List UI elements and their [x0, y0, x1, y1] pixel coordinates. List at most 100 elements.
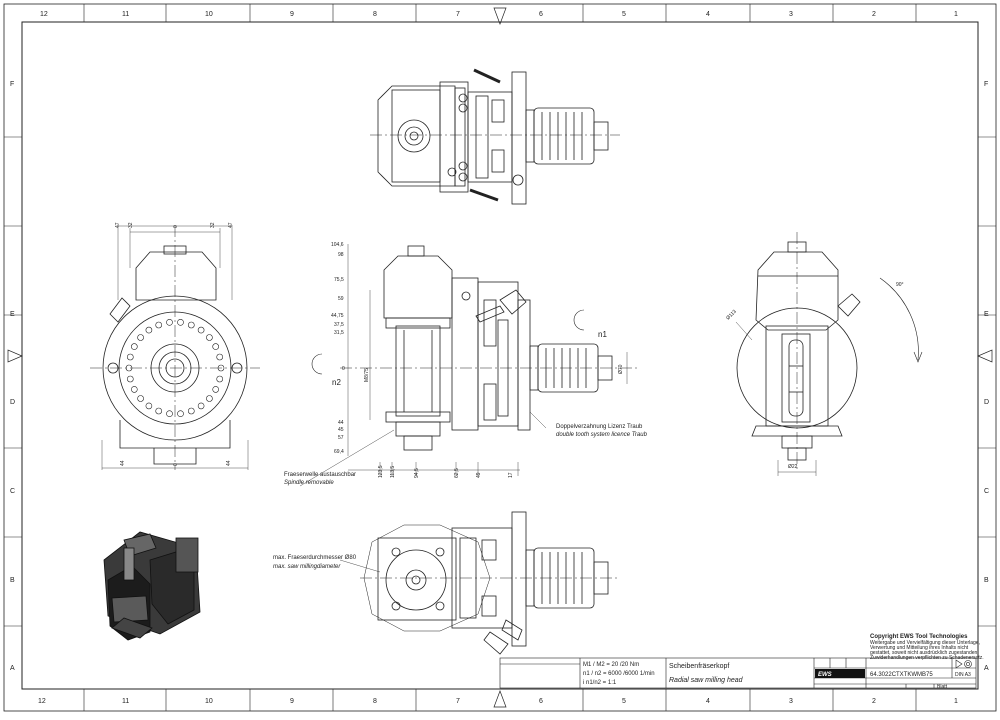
dim-side-thread: M8/75 — [364, 368, 370, 382]
bolt-hole — [216, 375, 223, 383]
sheet-label: Blatt — [937, 684, 948, 690]
bolt-hole — [197, 326, 205, 334]
rotation-label-n1: n1 — [598, 330, 607, 339]
title-english: Radial saw milling head — [669, 677, 744, 684]
dim-side-bottom-0: 123,5 — [378, 465, 384, 478]
bolt-hole — [206, 395, 213, 402]
rotation-label-n2: n2 — [332, 378, 341, 387]
title-german: Scheibenfräserkopf — [669, 663, 729, 670]
bolt-hole — [177, 410, 184, 418]
col-7-bottom: 7 — [456, 698, 460, 705]
dim-left-bottom-2: 44 — [226, 460, 232, 466]
dim-side-5: 37,5 — [334, 322, 344, 328]
dim-side-bottom-1: 113,5 — [390, 466, 396, 478]
col-7-top: 7 — [456, 11, 460, 18]
col-9-bottom: 9 — [290, 698, 294, 705]
col-11-bottom: 11 — [122, 698, 129, 705]
row-a-right: A — [984, 665, 989, 672]
copyright-line-2: Verwertung und Mitteilung ihres Inhalts … — [870, 645, 969, 651]
col-8-top: 8 — [373, 11, 377, 18]
bolt-hole — [177, 318, 184, 326]
row-c-right: C — [984, 488, 989, 495]
col-11-top: 11 — [122, 11, 129, 18]
bolt-hole — [131, 343, 138, 350]
dim-side-0: 104,6 — [331, 242, 344, 248]
dim-side-9: 45 — [338, 427, 344, 433]
copyright-line-1: Weitergabe und Vervielfältigung dieser U… — [870, 640, 980, 646]
bolt-hole — [197, 402, 205, 410]
col-10-bottom: 10 — [205, 698, 213, 705]
row-c-left: C — [10, 488, 15, 495]
bolt-hole — [206, 334, 213, 341]
row-e-left: E — [10, 311, 15, 318]
copyright-line-4: Zuwiderhandlungen verpflichten zu Schade… — [870, 655, 984, 661]
dim-side-1: 98 — [338, 252, 344, 258]
col-1-top: 1 — [954, 11, 958, 18]
row-d-right: D — [984, 399, 989, 406]
dim-left-bottom-1: 0 — [173, 463, 179, 466]
spec-speed: n1 / n2 = 6000 /6000 1/min — [583, 671, 655, 677]
col-5-top: 5 — [622, 11, 626, 18]
title-block — [499, 657, 977, 689]
dim-left-top-2: 0 — [173, 225, 179, 228]
dim-side-3: 59 — [338, 296, 344, 302]
row-f-left: F — [10, 81, 14, 88]
bolt-hole — [137, 334, 144, 341]
outer-border — [3, 3, 997, 712]
col-5-bottom: 5 — [622, 698, 626, 705]
copyright-title: Copyright EWS Tool Technologies — [870, 634, 968, 640]
dim-side-4: 44,75 — [331, 313, 344, 319]
column-ticks — [4, 4, 996, 711]
bolt-hole — [212, 343, 219, 350]
dim-left-top-4: 47 — [228, 222, 234, 228]
ews-logo-block — [815, 669, 865, 678]
dim-shaft-diameter: Ø70 — [618, 364, 624, 374]
bolt-hole — [127, 375, 134, 383]
col-9-top: 9 — [290, 11, 294, 18]
bolt-hole — [145, 402, 153, 410]
row-d-left: D — [10, 399, 15, 406]
dim-right-angle: 90° — [896, 282, 904, 288]
dim-right-diameter: Ø113 — [725, 309, 738, 322]
dim-side-bottom-3: 62,5 — [454, 468, 460, 478]
dim-left-top-0: 47 — [115, 222, 121, 228]
bolt-hole — [166, 410, 173, 418]
centering-marks — [7, 7, 993, 708]
col-6-bottom: 6 — [539, 698, 543, 705]
bottom-view — [339, 511, 620, 655]
bolt-hole — [166, 318, 173, 326]
bolt-hole — [217, 364, 225, 372]
row-b-right: B — [984, 577, 989, 584]
top-view — [370, 68, 620, 205]
part-number: 64.3022CTXTKWMB75 — [870, 672, 933, 678]
note-teeth-en: double tooth system licence Traub — [556, 432, 648, 438]
bolt-hole — [127, 353, 134, 361]
bolt-hole — [125, 364, 133, 372]
col-12-bottom: 12 — [38, 698, 46, 705]
copyright-line-3: gestattet, soweit nicht ausdrücklich zug… — [870, 650, 979, 656]
side-view — [299, 244, 640, 487]
note-teeth-de: Doppelverzahnung Lizenz Traub — [556, 424, 643, 430]
col-3-top: 3 — [789, 11, 793, 18]
row-b-left: B — [10, 577, 15, 584]
dim-left-top-1: 32 — [128, 222, 134, 228]
note-saw-en: max. saw millingdiameter — [273, 564, 341, 570]
col-8-bottom: 8 — [373, 698, 377, 705]
dim-left-bottom-0: 44 — [120, 460, 126, 466]
left-view — [90, 225, 260, 470]
dim-side-10: 57 — [338, 435, 344, 441]
bolt-hole — [212, 386, 219, 393]
dim-side-6: 31,5 — [334, 330, 344, 336]
dim-side-bottom-5: 17 — [508, 472, 514, 478]
din-format: DIN A3 — [955, 672, 971, 678]
spec-torque: M1 / M2 = 20 /20 Nm — [583, 662, 639, 668]
col-2-top: 2 — [872, 11, 876, 18]
inner-border — [21, 21, 979, 690]
col-12-top: 12 — [40, 11, 48, 18]
col-2-bottom: 2 — [872, 698, 876, 705]
dim-side-11: 69,4 — [334, 449, 344, 455]
col-4-top: 4 — [706, 11, 710, 18]
ews-logo: EWS — [818, 672, 832, 678]
